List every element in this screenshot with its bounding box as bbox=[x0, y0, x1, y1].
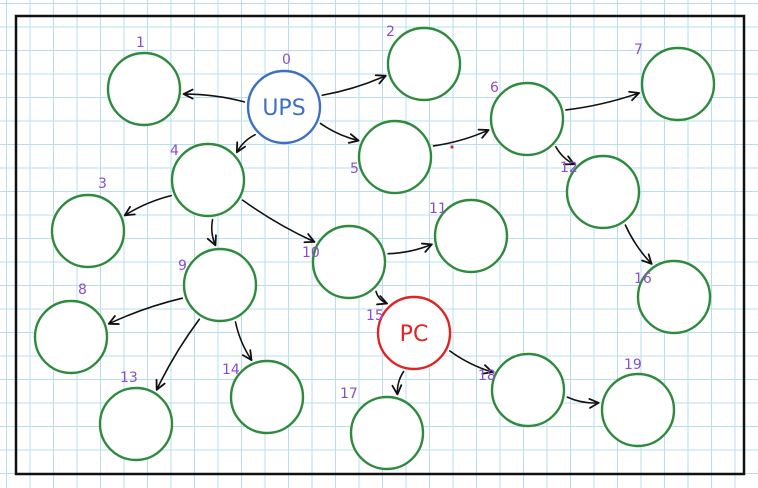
edges-layer bbox=[107, 74, 653, 409]
edge-6-to-7 bbox=[565, 90, 640, 111]
node-13: 13 bbox=[98, 370, 174, 462]
edge-5-to-6 bbox=[432, 128, 490, 147]
edge-9-to-8 bbox=[107, 297, 184, 325]
node-15: PC 15 bbox=[366, 295, 452, 371]
node-14-label: 14 bbox=[222, 362, 240, 378]
node-9-circle bbox=[182, 247, 258, 323]
node-12-circle bbox=[565, 154, 641, 230]
node-9: 9 bbox=[178, 247, 258, 323]
node-0: UPS 0 bbox=[246, 52, 322, 145]
edge-10-to-15 bbox=[375, 290, 388, 306]
node-4-label: 4 bbox=[170, 143, 179, 159]
node-15-circle bbox=[376, 295, 452, 371]
diagram-frame bbox=[14, 14, 746, 476]
node-10-label: 10 bbox=[302, 245, 320, 261]
node-3-circle bbox=[50, 193, 126, 269]
edge-0-to-5 bbox=[319, 122, 360, 144]
node-3-label: 3 bbox=[98, 176, 107, 192]
node-19: 19 bbox=[600, 357, 676, 448]
node-7-circle bbox=[640, 46, 716, 122]
node-8: 8 bbox=[33, 282, 109, 375]
node-2-label: 2 bbox=[386, 24, 395, 40]
node-1-label: 1 bbox=[136, 35, 145, 51]
node-0-label: 0 bbox=[282, 52, 291, 68]
node-17-circle bbox=[349, 395, 425, 471]
node-5: 5 bbox=[350, 119, 433, 195]
node-6-label: 6 bbox=[490, 80, 499, 96]
node-14: 14 bbox=[222, 359, 305, 435]
node-12: 12 bbox=[560, 154, 641, 230]
node-10: 10 bbox=[302, 224, 387, 300]
node-15-label: 15 bbox=[366, 308, 384, 324]
node-0-text: UPS bbox=[262, 96, 305, 121]
node-19-label: 19 bbox=[624, 357, 642, 373]
node-4: 4 bbox=[170, 142, 246, 218]
node-1: 1 bbox=[106, 35, 182, 127]
node-18: 18 bbox=[478, 352, 566, 428]
node-2: 2 bbox=[386, 24, 462, 102]
node-17: 17 bbox=[340, 386, 425, 471]
edge-9-to-13 bbox=[155, 318, 201, 391]
node-18-circle bbox=[490, 352, 566, 428]
edge-9-to-14 bbox=[234, 321, 253, 362]
edge-0-to-2 bbox=[321, 74, 387, 97]
node-13-circle bbox=[98, 386, 174, 462]
node-2-circle bbox=[386, 26, 462, 102]
node-5-circle bbox=[357, 119, 433, 195]
edge-0-to-1 bbox=[182, 88, 246, 103]
node-7-label: 7 bbox=[634, 42, 643, 58]
edge-4-to-9 bbox=[206, 218, 217, 247]
node-5-label: 5 bbox=[350, 161, 359, 177]
node-19-circle bbox=[600, 372, 676, 448]
node-7: 7 bbox=[634, 42, 716, 122]
edge-10-to-11 bbox=[387, 242, 433, 255]
node-3: 3 bbox=[50, 176, 126, 269]
node-10-circle bbox=[311, 224, 387, 300]
node-15-text: PC bbox=[400, 322, 429, 347]
edge-15-to-17 bbox=[391, 370, 405, 396]
node-16-circle bbox=[636, 259, 712, 335]
node-11-label: 11 bbox=[429, 201, 447, 217]
node-0-circle bbox=[246, 69, 322, 145]
node-8-circle bbox=[33, 299, 109, 375]
node-6: 6 bbox=[489, 80, 565, 157]
node-11-circle bbox=[433, 198, 509, 274]
node-18-label: 18 bbox=[478, 368, 496, 384]
node-9-label: 9 bbox=[178, 258, 187, 274]
edge-12-to-16 bbox=[624, 224, 653, 265]
node-8-label: 8 bbox=[78, 282, 87, 298]
node-4-circle bbox=[170, 142, 246, 218]
node-17-label: 17 bbox=[340, 386, 358, 402]
edge-6-to-12 bbox=[555, 145, 576, 166]
node-13-label: 13 bbox=[120, 370, 138, 386]
node-14-circle bbox=[229, 359, 305, 435]
node-16: 16 bbox=[634, 259, 712, 335]
node-11: 11 bbox=[429, 198, 509, 274]
red-dot bbox=[450, 145, 454, 149]
edge-0-to-4 bbox=[235, 133, 256, 154]
node-6-circle bbox=[489, 81, 565, 157]
edge-15-to-18 bbox=[448, 350, 494, 375]
edge-4-to-10 bbox=[241, 199, 316, 244]
edge-18-to-19 bbox=[566, 396, 600, 409]
node-16-label: 16 bbox=[634, 271, 652, 287]
node-1-circle bbox=[106, 51, 182, 127]
node-12-label: 12 bbox=[560, 160, 578, 176]
edge-4-to-3 bbox=[123, 194, 172, 217]
